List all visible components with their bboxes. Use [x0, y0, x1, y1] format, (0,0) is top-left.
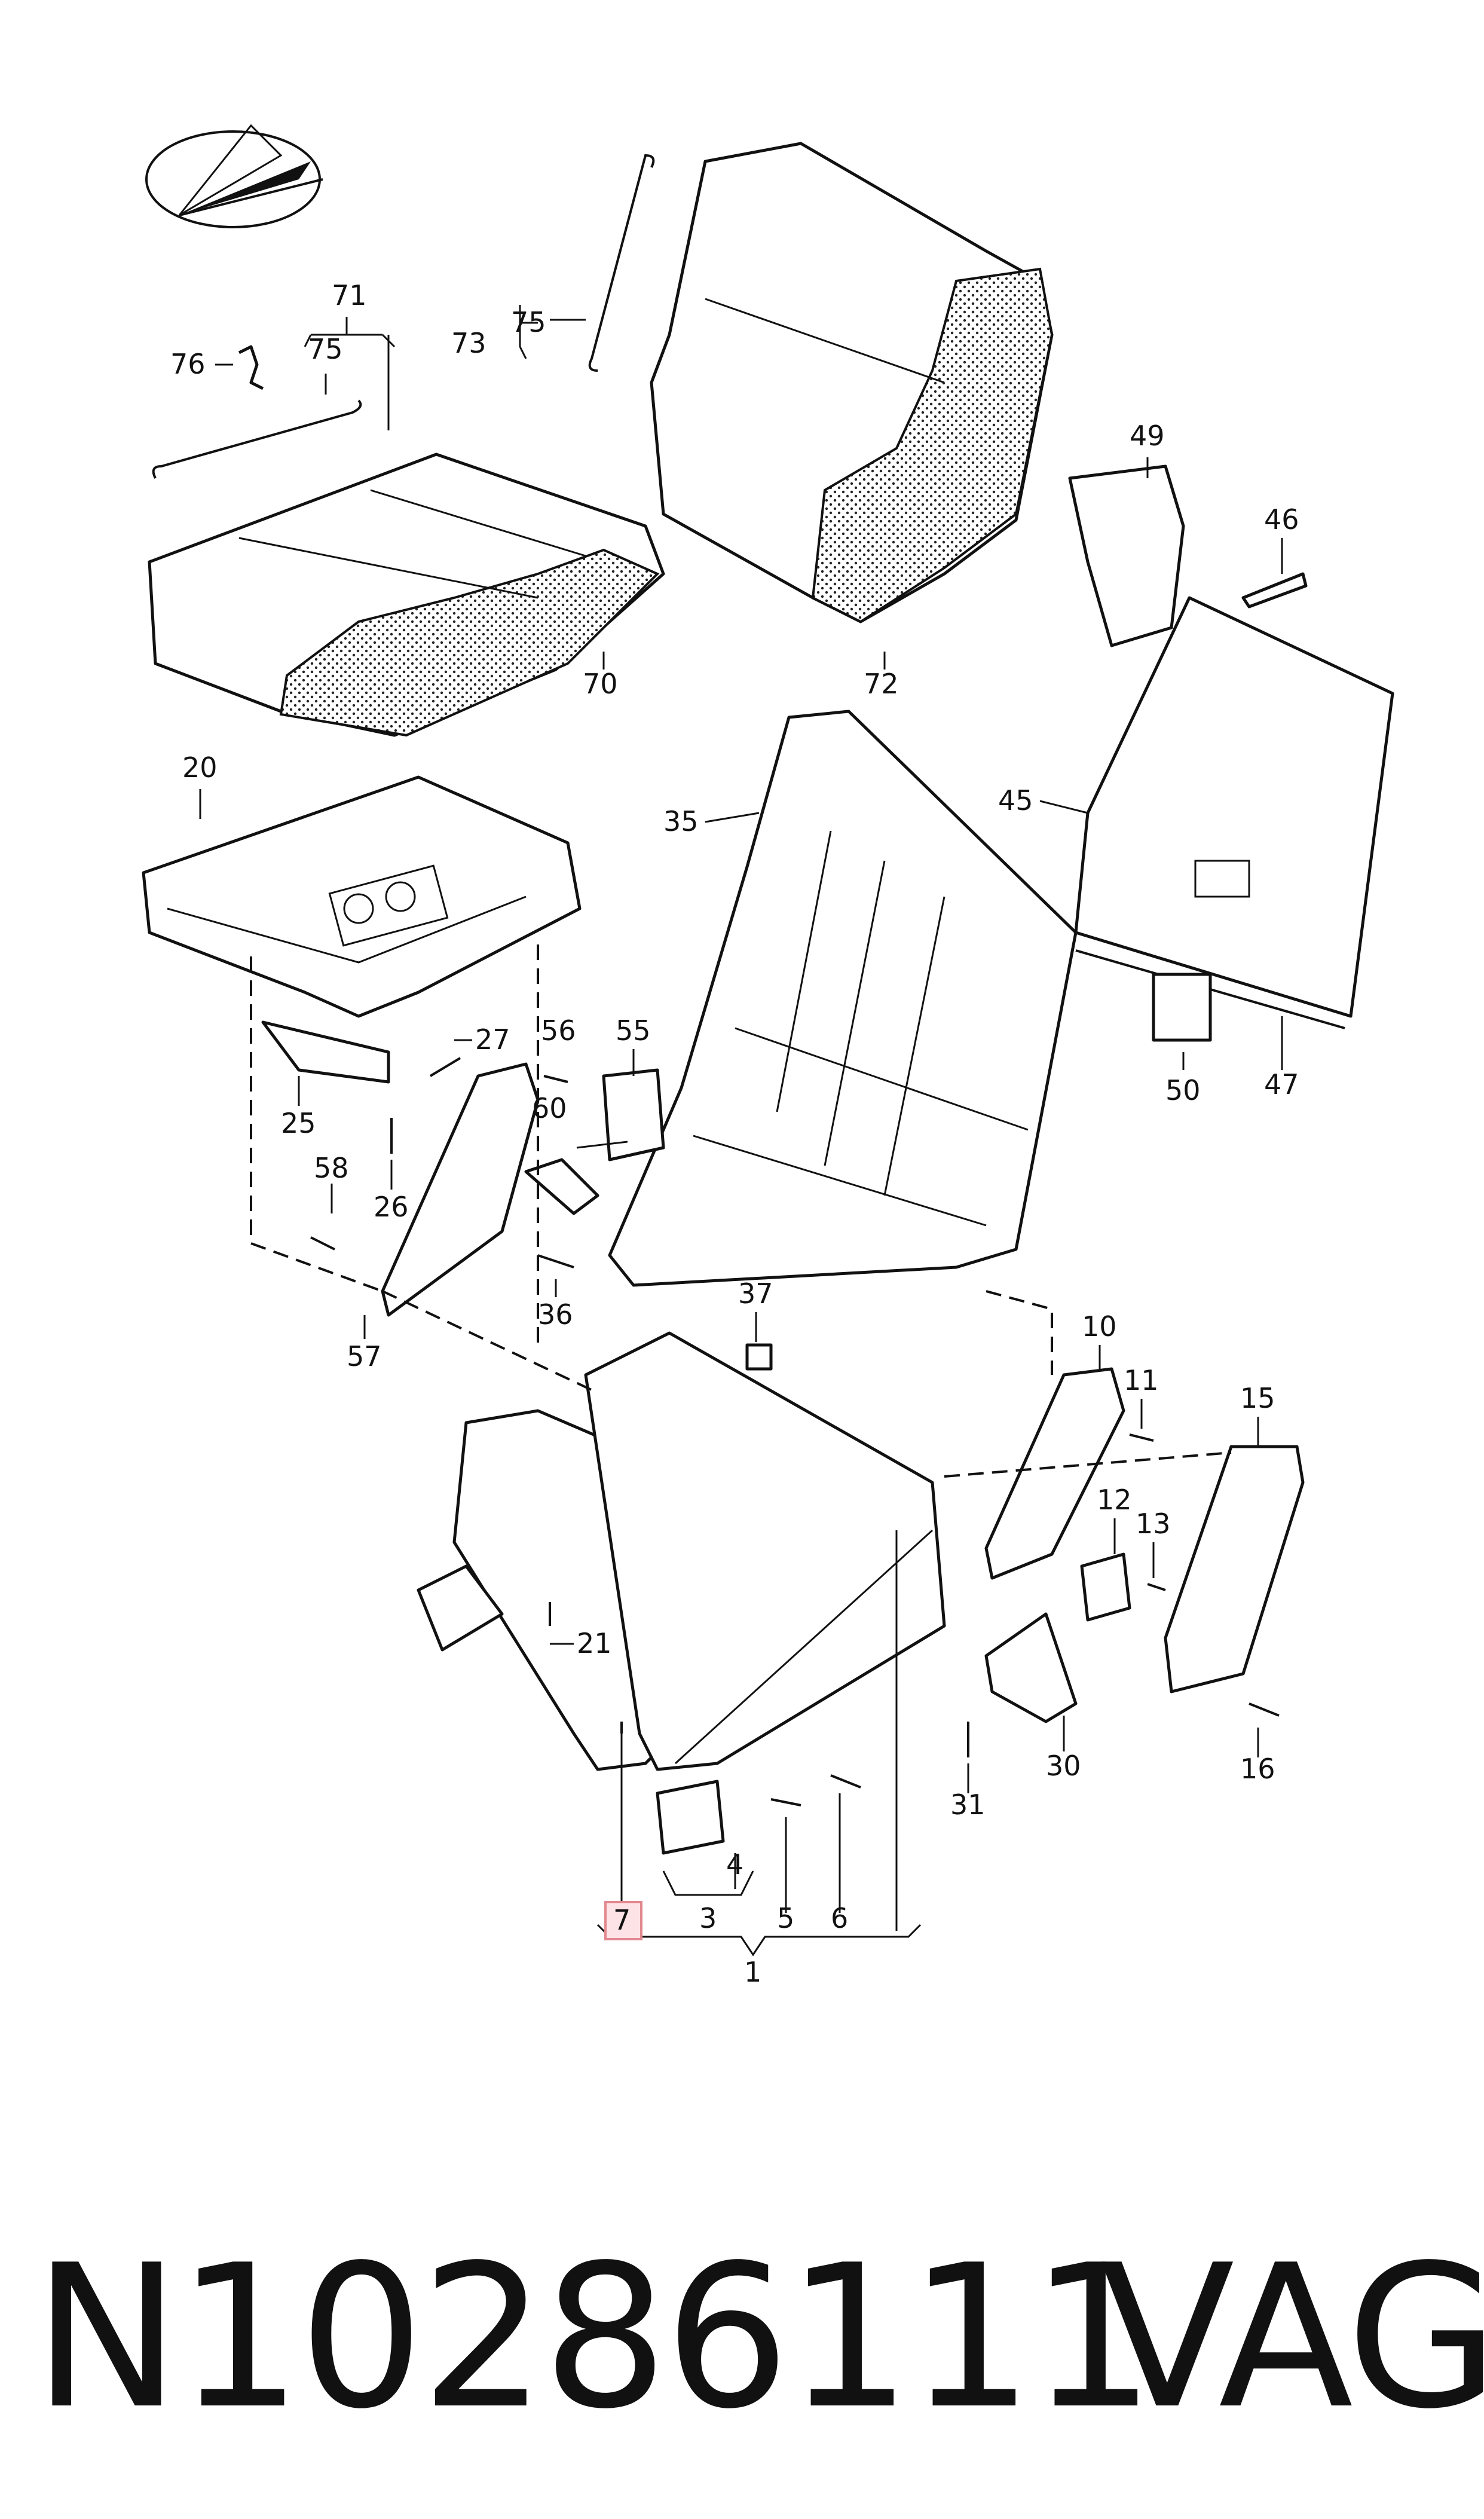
callout-70: 70	[583, 668, 618, 700]
highlight-callout-box	[604, 1901, 642, 1940]
callout-26: 26	[374, 1191, 409, 1223]
callout-36: 36	[538, 1298, 573, 1331]
recliner-3	[656, 1780, 725, 1855]
bracket-25	[261, 1020, 390, 1084]
callout-57: 57	[347, 1340, 382, 1372]
orientation-logo-icon	[145, 124, 323, 228]
callout-35: 35	[663, 805, 699, 837]
callout-49: 49	[1130, 420, 1165, 452]
rear-panel	[1074, 596, 1394, 1029]
callout-71: 71	[332, 279, 367, 311]
assembly-lines	[250, 944, 1232, 1478]
callout-3: 3	[699, 1902, 717, 1934]
trim-49	[1068, 464, 1185, 647]
callout-50: 50	[1165, 1074, 1201, 1106]
callout-21: 21	[577, 1627, 612, 1659]
callout-60: 60	[532, 1092, 567, 1124]
callout-1: 1	[744, 1956, 761, 1988]
callout-7: 7	[613, 1904, 631, 1936]
part-number: N10286111	[33, 2223, 1156, 2452]
seat-cushion-frame	[142, 775, 582, 1018]
callout-6: 6	[831, 1902, 848, 1934]
side-trim-57	[381, 1062, 540, 1317]
bracket-55	[602, 1068, 665, 1161]
cover-30	[984, 1612, 1078, 1723]
callout-15: 15	[1240, 1382, 1275, 1414]
callout-45: 45	[998, 784, 1033, 817]
callout-25: 25	[281, 1107, 316, 1139]
callout-73: 73	[451, 327, 486, 359]
latch-50	[1152, 973, 1212, 1042]
callout-56: 56	[541, 1014, 576, 1047]
callout-76: 76	[170, 348, 206, 380]
callout-4: 4	[726, 1848, 743, 1881]
wire-75-back	[588, 154, 655, 372]
callout-46: 46	[1264, 503, 1299, 536]
clip-76	[238, 345, 264, 390]
backrest-frame	[608, 710, 1078, 1287]
callout-55: 55	[616, 1014, 651, 1047]
callout-47: 47	[1264, 1068, 1299, 1100]
nut-37	[745, 1343, 773, 1371]
side-trim-15	[1164, 1445, 1305, 1693]
callout-75: 75	[511, 306, 546, 338]
callout-5: 5	[777, 1902, 794, 1934]
callout-37: 37	[738, 1277, 773, 1310]
brand-label: VAG	[1100, 2223, 1484, 2452]
footer: N10286111 VAG	[0, 2212, 1484, 2463]
callout-27: 27	[475, 1023, 510, 1056]
rivet-46	[1241, 572, 1308, 609]
callout-10: 10	[1082, 1310, 1117, 1343]
wire-75-seat	[152, 399, 362, 479]
callout-58: 58	[314, 1152, 349, 1184]
screws	[310, 1057, 1280, 1806]
callout-12: 12	[1097, 1484, 1132, 1516]
callout-75: 75	[308, 333, 343, 365]
callout-13: 13	[1136, 1508, 1171, 1540]
callout-72: 72	[864, 668, 899, 700]
callout-30: 30	[1046, 1750, 1081, 1782]
callout-16: 16	[1240, 1753, 1275, 1785]
seat-backrest-cover	[650, 142, 1054, 623]
seat-cushion-cover	[148, 453, 665, 737]
callout-31: 31	[950, 1789, 986, 1821]
callout-labels: 71 75 76 73 75 70 72 49 46 45 47 50 20 3…	[170, 279, 1299, 1988]
seat-base-frame	[417, 1331, 946, 1771]
callout-11: 11	[1124, 1364, 1159, 1396]
strap-60	[524, 1158, 599, 1215]
bracket-12	[1080, 1552, 1131, 1622]
side-cover-10	[984, 1367, 1125, 1580]
callout-20: 20	[182, 751, 218, 784]
